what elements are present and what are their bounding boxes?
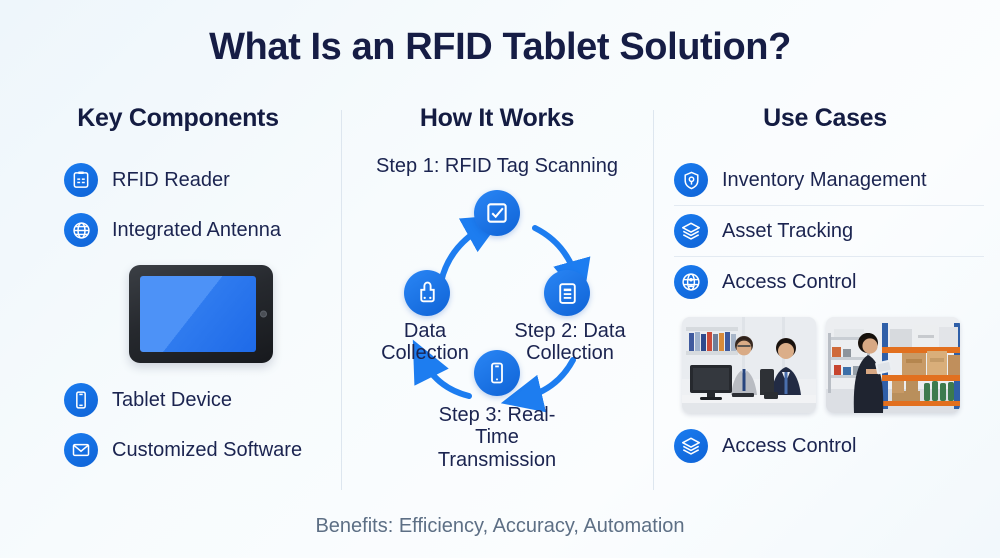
- use-case-item-access-control[interactable]: Access Control: [674, 257, 990, 307]
- document-lines-icon: [544, 270, 590, 316]
- use-case-photo-gallery: [674, 317, 990, 413]
- use-case-item-inventory-management[interactable]: Inventory Management: [674, 155, 990, 205]
- key-component-item-rfid-reader[interactable]: RFID Reader: [64, 155, 338, 205]
- tablet-device-illustration: [64, 265, 338, 363]
- cycle-label-data-collection: Data Collection: [350, 320, 500, 365]
- use-case-item-access-control-2[interactable]: Access Control: [674, 421, 990, 471]
- key-component-label: Tablet Device: [112, 388, 233, 411]
- tablet-home-button: [260, 310, 267, 318]
- cycle-label-step-3-line1: Step 3: Real-Time: [438, 404, 556, 449]
- key-component-item-customized-software[interactable]: Customized Software: [64, 425, 338, 475]
- rfid-tag-icon: [404, 270, 450, 316]
- clipboard-lines-icon: [64, 163, 98, 197]
- use-case-label: Asset Tracking: [722, 219, 854, 242]
- checkbox-check-icon: [474, 190, 520, 236]
- layers-icon: [674, 429, 708, 463]
- key-component-item-integrated-antenna[interactable]: Integrated Antenna: [64, 205, 338, 255]
- cycle-label-step-3-line2: Transmission: [437, 448, 557, 471]
- key-components-heading: Key Components: [77, 104, 279, 132]
- column-how-it-works: How It Works Step 1: RFID Tag Scanning: [345, 104, 649, 471]
- tablet-screen: [140, 276, 256, 352]
- use-cases-list: Inventory Management Asset Tracking: [660, 155, 990, 471]
- cycle-label-step-3: Step 3: Real-Time Transmission: [422, 404, 572, 471]
- use-case-divider: [674, 256, 984, 257]
- cycle-node-step-3[interactable]: [474, 350, 520, 396]
- benefits-footer: Benefits: Efficiency, Accuracy, Automati…: [315, 515, 685, 537]
- step-1-label: Step 1: RFID Tag Scanning: [376, 155, 618, 177]
- smartphone-icon: [474, 350, 520, 396]
- cycle-label-step-2-line1: Step 2: Data: [514, 320, 626, 342]
- use-case-label: Inventory Management: [722, 168, 927, 191]
- use-case-divider: [674, 205, 984, 206]
- column-key-components: Key Components RFID Reader: [18, 104, 338, 475]
- key-component-label: Integrated Antenna: [112, 218, 282, 241]
- process-cycle-diagram: Step 2: Data Collection Data Collection …: [345, 184, 649, 471]
- cycle-node-step-1[interactable]: [474, 190, 520, 236]
- cycle-label-data-collection-line2: Collection: [381, 342, 469, 365]
- layers-icon: [674, 214, 708, 248]
- column-divider-left: [341, 110, 342, 490]
- key-component-label: RFID Reader: [112, 168, 230, 191]
- column-divider-right: [653, 110, 654, 490]
- photo-office-meeting[interactable]: [682, 317, 816, 413]
- key-components-list: RFID Reader Integrated Antenna: [18, 155, 338, 475]
- page-title: What Is an RFID Tablet Solution?: [209, 26, 791, 68]
- shield-location-icon: [674, 163, 708, 197]
- envelope-icon: [64, 433, 98, 467]
- cycle-label-data-collection-line1: Data: [403, 320, 447, 342]
- tablet-body: [129, 265, 273, 363]
- globe-icon: [64, 213, 98, 247]
- key-component-item-tablet-device[interactable]: Tablet Device: [64, 375, 338, 425]
- use-case-item-asset-tracking[interactable]: Asset Tracking: [674, 206, 990, 256]
- column-use-cases: Use Cases Inventory Management: [660, 104, 990, 471]
- cycle-node-data-collection[interactable]: [404, 270, 450, 316]
- use-cases-heading: Use Cases: [763, 104, 887, 132]
- photo-warehouse-inspection[interactable]: [826, 317, 960, 413]
- how-it-works-heading: How It Works: [419, 104, 575, 132]
- use-case-label: Access Control: [722, 434, 857, 457]
- cycle-label-step-2: Step 2: Data Collection: [495, 320, 645, 365]
- key-component-label: Customized Software: [112, 438, 303, 461]
- use-case-label: Access Control: [722, 270, 857, 293]
- globe-person-icon: [674, 265, 708, 299]
- cycle-label-step-2-line2: Collection: [526, 342, 614, 365]
- tablet-icon: [64, 383, 98, 417]
- cycle-node-step-2[interactable]: [544, 270, 590, 316]
